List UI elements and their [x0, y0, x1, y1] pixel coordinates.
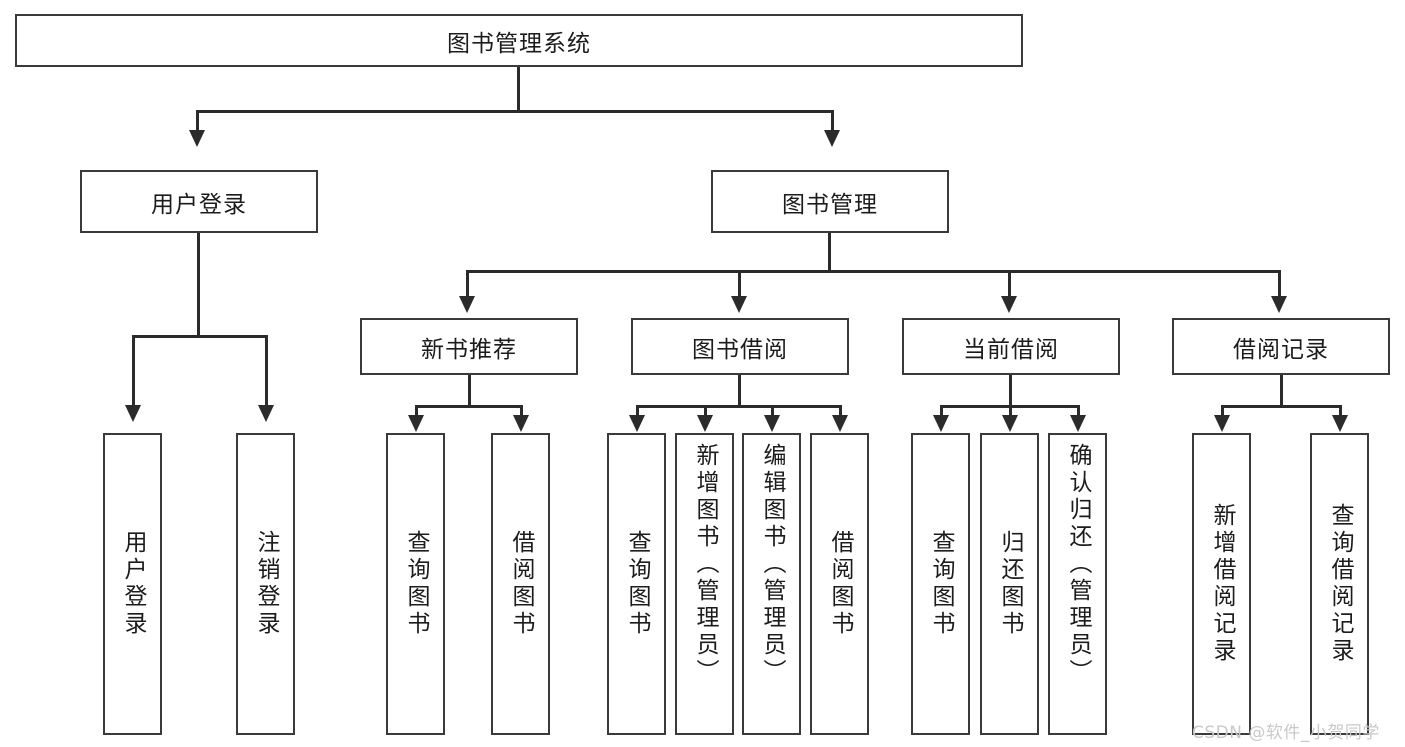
connector-book-borrow-bus	[636, 405, 841, 408]
connector-root-drop-left	[196, 110, 199, 132]
connector-new-book-stem	[468, 375, 471, 405]
leaf-bb-edit-book[interactable]: 编辑图书（管理员）	[742, 433, 801, 735]
leaf-logout[interactable]: 注销登录	[236, 433, 295, 735]
arrow-bb-leaf-4	[832, 415, 848, 432]
node-user-login[interactable]: 用户登录	[80, 170, 318, 233]
node-book-borrow[interactable]: 图书借阅	[631, 318, 849, 375]
connector-book-manage-drop-4	[1278, 270, 1281, 298]
connector-book-manage-drop-2	[738, 270, 741, 298]
arrow-br-leaf-1	[1214, 415, 1230, 432]
arrow-to-leaf-user-login	[125, 405, 141, 422]
leaf-bb-query-book[interactable]: 查询图书	[607, 433, 666, 735]
node-new-book-recommend[interactable]: 新书推荐	[360, 318, 578, 375]
node-borrow-record[interactable]: 借阅记录	[1172, 318, 1390, 375]
connector-new-book-drop-1	[415, 405, 418, 420]
connector-root-drop-right	[831, 110, 834, 132]
arrow-bb-leaf-3	[764, 415, 780, 432]
arrow-to-book-borrow	[731, 296, 747, 313]
connector-bb-drop-4	[839, 405, 842, 420]
arrow-cb-leaf-3	[1070, 415, 1086, 432]
connector-book-manage-bus	[466, 270, 1278, 273]
connector-bb-drop-1	[636, 405, 639, 420]
arrow-nb-leaf-1	[408, 415, 424, 432]
arrow-cb-leaf-2	[1002, 415, 1018, 432]
leaf-bb-borrow-book[interactable]: 借阅图书	[810, 433, 869, 735]
connector-cb-drop-1	[940, 405, 943, 420]
connector-book-borrow-stem	[738, 375, 741, 405]
connector-cb-drop-2	[1009, 405, 1012, 420]
connector-user-login-bus	[132, 335, 265, 338]
leaf-nb-borrow-book[interactable]: 借阅图书	[491, 433, 550, 735]
connector-new-book-drop-2	[520, 405, 523, 420]
arrow-to-book-manage	[824, 130, 840, 147]
leaf-cb-return-book[interactable]: 归还图书	[980, 433, 1039, 735]
connector-book-manage-drop-3	[1008, 270, 1011, 298]
arrow-to-new-book-recommend	[459, 296, 475, 313]
connector-root-bus	[196, 110, 833, 113]
leaf-br-query-record[interactable]: 查询借阅记录	[1310, 433, 1369, 735]
connector-user-login-drop-2	[265, 335, 268, 405]
watermark-text: CSDN @软件_小贺同学	[1192, 723, 1380, 743]
leaf-br-add-record[interactable]: 新增借阅记录	[1192, 433, 1251, 735]
connector-borrow-record-bus	[1221, 405, 1341, 408]
leaf-nb-query-book[interactable]: 查询图书	[386, 433, 445, 735]
connector-br-drop-1	[1221, 405, 1224, 420]
arrow-bb-leaf-2	[697, 415, 713, 432]
connector-book-manage-drop-1	[466, 270, 469, 298]
arrow-br-leaf-2	[1332, 415, 1348, 432]
arrow-to-user-login	[189, 130, 205, 147]
connector-borrow-record-stem	[1280, 375, 1283, 405]
arrow-to-leaf-logout	[258, 405, 274, 422]
node-current-borrow[interactable]: 当前借阅	[902, 318, 1120, 375]
arrow-nb-leaf-2	[513, 415, 529, 432]
arrow-to-borrow-record	[1271, 296, 1287, 313]
node-root-system[interactable]: 图书管理系统	[15, 14, 1023, 67]
node-book-manage[interactable]: 图书管理	[711, 170, 949, 233]
leaf-cb-query-book[interactable]: 查询图书	[911, 433, 970, 735]
connector-bb-drop-3	[771, 405, 774, 420]
connector-user-login-drop-1	[132, 335, 135, 405]
arrow-to-current-borrow	[1001, 296, 1017, 313]
connector-new-book-bus	[415, 405, 523, 408]
leaf-bb-add-book[interactable]: 新增图书（管理员）	[675, 433, 734, 735]
connector-book-manage-stem	[828, 233, 831, 270]
connector-br-drop-2	[1339, 405, 1342, 420]
connector-user-login-stem	[197, 233, 200, 335]
leaf-cb-confirm-return[interactable]: 确认归还（管理员）	[1048, 433, 1107, 735]
connector-cb-drop-3	[1077, 405, 1080, 420]
arrow-bb-leaf-1	[629, 415, 645, 432]
connector-current-borrow-stem	[1009, 375, 1012, 405]
arrow-cb-leaf-1	[933, 415, 949, 432]
connector-root-stem	[517, 67, 520, 110]
leaf-user-login[interactable]: 用户登录	[103, 433, 162, 735]
connector-bb-drop-2	[704, 405, 707, 420]
